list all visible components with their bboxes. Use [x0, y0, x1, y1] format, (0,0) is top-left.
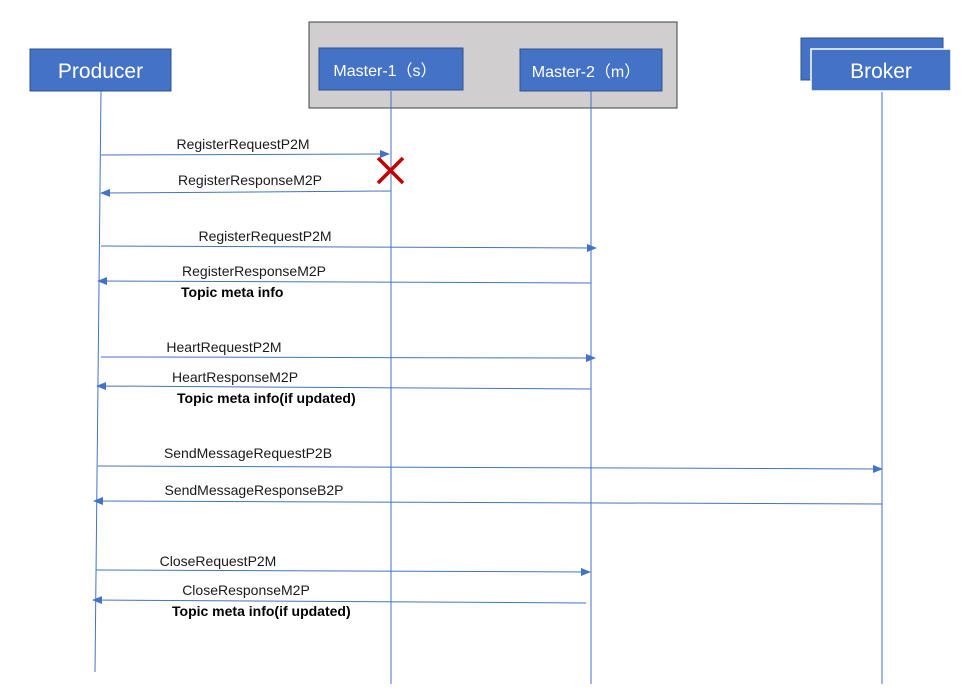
- message-arrow: [100, 353, 596, 362]
- message-label: RegisterRequestP2M: [176, 136, 309, 152]
- broker-box: [810, 48, 952, 92]
- message-label: HeartResponseM2P: [172, 369, 298, 385]
- message-register-request-2: RegisterRequestP2M: [100, 228, 597, 252]
- message-label: CloseResponseM2P: [182, 582, 310, 598]
- message-heart-request: HeartRequestP2M: [100, 339, 596, 362]
- message-arrow: [100, 243, 597, 252]
- cross-icon: [376, 156, 405, 185]
- message-arrow: [96, 382, 592, 391]
- message-arrow: [100, 150, 390, 159]
- message-arrow: [100, 188, 392, 197]
- master1-actor: Master-1（s）: [318, 47, 464, 91]
- producer-actor: Producer: [29, 48, 172, 92]
- message-note: Topic meta info(if updated): [172, 603, 351, 619]
- message-arrow: [95, 567, 591, 576]
- message-close-response: CloseResponseM2P Topic meta info(if upda…: [92, 582, 587, 619]
- message-heart-response: HeartResponseM2P Topic meta info(if upda…: [96, 369, 592, 406]
- message-arrow: [93, 497, 883, 506]
- message-arrow: [97, 464, 883, 473]
- message-register-response-1: RegisterResponseM2P: [100, 172, 392, 197]
- message-send-request: SendMessageRequestP2B: [97, 445, 883, 473]
- master2-actor: Master-2（m）: [519, 48, 663, 92]
- producer-box: [29, 48, 172, 92]
- failure-mark: [376, 156, 405, 185]
- message-label: HeartRequestP2M: [166, 339, 281, 355]
- message-arrow: [92, 596, 587, 605]
- broker-actor: Broker: [800, 37, 952, 92]
- broker-label: Broker: [850, 60, 912, 83]
- message-label: RegisterRequestP2M: [198, 228, 331, 244]
- message-register-request-1: RegisterRequestP2M: [100, 136, 390, 159]
- message-arrow: [97, 277, 592, 286]
- message-label: CloseRequestP2M: [160, 553, 277, 569]
- message-note: Topic meta info: [181, 284, 283, 300]
- producer-lifeline: [94, 90, 102, 673]
- message-send-response: SendMessageResponseB2P: [93, 482, 883, 506]
- message-label: RegisterResponseM2P: [178, 172, 322, 188]
- message-label: RegisterResponseM2P: [182, 263, 326, 279]
- message-register-response-2: RegisterResponseM2P Topic meta info: [97, 263, 592, 300]
- master1-label: Master-1（s）: [333, 62, 436, 80]
- message-label: SendMessageRequestP2B: [164, 445, 332, 461]
- master1-box: [318, 47, 464, 91]
- message-close-request: CloseRequestP2M: [95, 553, 591, 576]
- master2-label: Master-2（m）: [532, 63, 640, 81]
- message-note: Topic meta info(if updated): [177, 390, 356, 406]
- producer-label: Producer: [58, 60, 143, 83]
- master2-box: [519, 48, 663, 92]
- message-label: SendMessageResponseB2P: [164, 482, 343, 498]
